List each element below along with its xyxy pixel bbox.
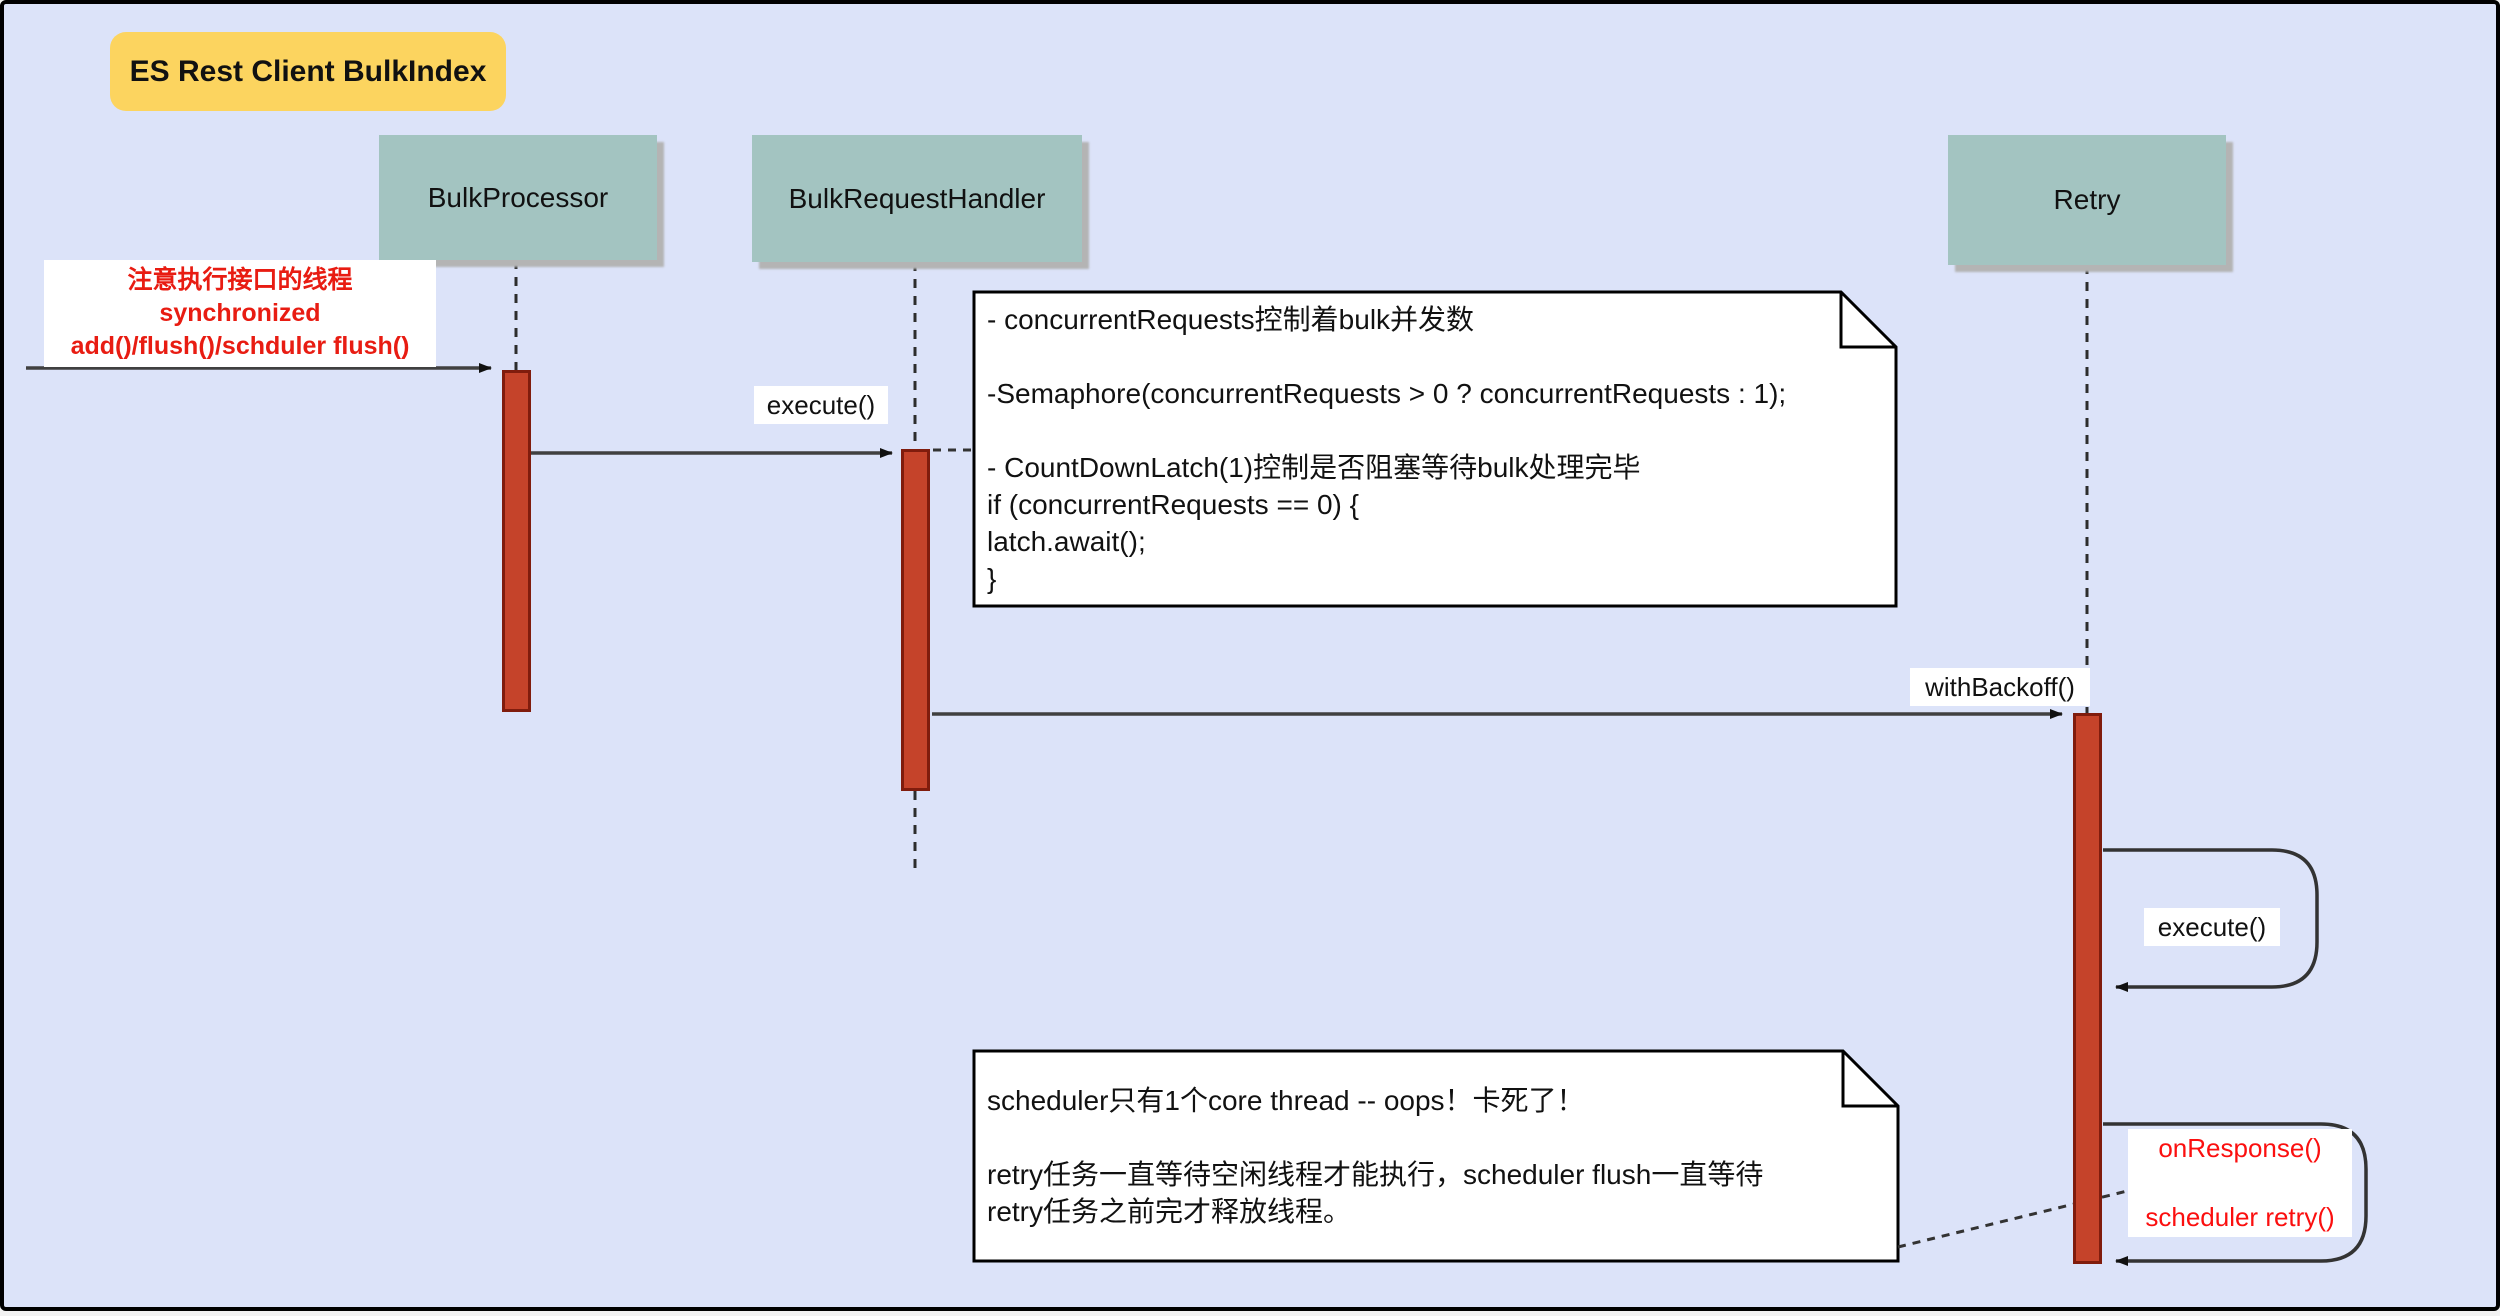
activation-bulkprocessor[interactable] xyxy=(502,370,531,712)
actor-bulkprocessor[interactable]: BulkProcessor xyxy=(379,135,657,260)
message-label-withbackoff[interactable]: withBackoff() xyxy=(1910,668,2090,706)
message-label-execute-self[interactable]: execute() xyxy=(2144,908,2280,946)
note-scheduler-deadlock-text: scheduler只有1个core thread -- oops！卡死了！ re… xyxy=(987,1085,1764,1227)
note-concurrent-requests-text: - concurrentRequests控制着bulk并发数 -Semaphor… xyxy=(987,304,1787,594)
message-label-scheduler-retry[interactable]: scheduler retry() xyxy=(2145,1202,2335,1232)
self-call-execute[interactable] xyxy=(2103,848,2319,992)
diagram-title[interactable]: ES Rest Client BulkIndex xyxy=(110,32,506,111)
activation-retry[interactable] xyxy=(2073,713,2102,1264)
message-label-onresponse-group[interactable]: onResponse() scheduler retry() xyxy=(2128,1129,2352,1237)
message-label-onresponse[interactable]: onResponse() xyxy=(2158,1133,2322,1163)
note-scheduler-deadlock-fold xyxy=(1841,1051,1898,1108)
message-label-execute[interactable]: execute() xyxy=(754,386,888,424)
self-call-onresponse[interactable] xyxy=(2103,1122,2368,1266)
thread-annotation[interactable]: 注意执行接口的线程 synchronized add()/flush()/sch… xyxy=(44,260,436,367)
actor-bulkrequesthandler[interactable]: BulkRequestHandler xyxy=(752,135,1082,262)
actor-retry[interactable]: Retry xyxy=(1948,135,2226,265)
diagram-connectors xyxy=(26,260,2368,1266)
note-concurrent-requests-shape[interactable] xyxy=(972,290,1898,608)
note-concurrent-requests-fold xyxy=(1839,292,1896,349)
note-scheduler-deadlock-shape[interactable] xyxy=(972,1049,1900,1263)
note-connector-scheduler-deadlock xyxy=(1897,1182,2157,1249)
activation-bulkrequesthandler[interactable] xyxy=(901,449,930,791)
